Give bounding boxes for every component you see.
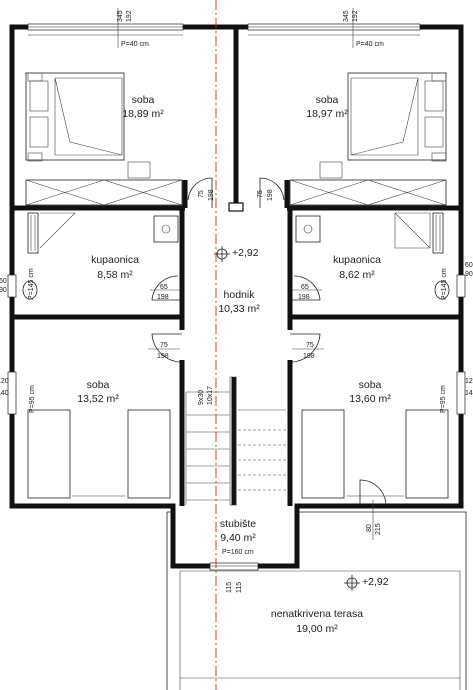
window-room-left-h: 140 xyxy=(0,390,9,397)
window-bath-left-h: 90 xyxy=(0,287,7,294)
window-room-right-w: 120 xyxy=(465,378,473,385)
door-ne-w: 75 xyxy=(257,190,264,198)
bed-nw xyxy=(25,72,125,162)
door-ne: 75 198 xyxy=(257,177,285,208)
level-terasa: +2,92 xyxy=(362,576,389,588)
window-bath-right-p: P=145 cm xyxy=(441,268,448,300)
window-top-left-w: 345 xyxy=(117,10,124,22)
door-sw-h: 198 xyxy=(157,353,169,360)
bed-ne xyxy=(347,72,447,162)
window-room-left-p: P=95 cm xyxy=(29,385,36,413)
toilet-e xyxy=(434,280,450,300)
room-area-kupaonica-w: 8,58 m² xyxy=(97,269,133,281)
window-stair-p: P=160 cm xyxy=(222,549,254,556)
door-bath-w-h: 198 xyxy=(157,294,169,301)
room-area-soba-sw: 13,52 m² xyxy=(77,393,119,405)
wardrobe-ne xyxy=(289,161,447,206)
door-se-h: 198 xyxy=(303,353,315,360)
window-room-right-h: 140 xyxy=(465,390,473,397)
staircase: 9x30 10x17 xyxy=(185,376,286,506)
window-bath-right: 60 90 P=145 cm xyxy=(441,262,473,300)
terrace-outline xyxy=(166,511,467,690)
walls xyxy=(9,24,464,569)
spine-stub xyxy=(228,202,244,212)
room-area-terasa: 19,00 m² xyxy=(296,623,338,635)
window-top-right: P=40 cm 345 192 xyxy=(247,8,421,48)
room-area-hodnik: 10,33 m² xyxy=(218,303,260,315)
door-sw-w: 75 xyxy=(160,342,168,349)
toilet-w xyxy=(22,280,38,300)
window-top-right-p: P=40 cm xyxy=(356,41,384,48)
door-sw: 75 198 xyxy=(148,333,182,363)
door-bath-e-h: 198 xyxy=(298,294,310,301)
window-bath-left-p: P=145 cm xyxy=(28,268,35,300)
door-ne-h: 198 xyxy=(267,189,274,201)
room-labels: soba 18,89 m² soba 18,97 m² kupaonica 8,… xyxy=(77,94,391,635)
door-nw-w: 75 xyxy=(198,190,205,198)
room-name-stubiste: stubište xyxy=(220,518,256,530)
room-name-soba-ne: soba xyxy=(316,94,339,106)
window-top-left-p: P=40 cm xyxy=(121,41,149,48)
room-name-hodnik: hodnik xyxy=(224,289,256,301)
window-room-right: 120 140 P=95 cm xyxy=(440,371,473,415)
room-name-kupaonica-w: kupaonica xyxy=(91,254,139,266)
door-se-w: 75 xyxy=(306,342,314,349)
outer-wall xyxy=(9,24,464,569)
window-top-left-h: 192 xyxy=(126,10,133,22)
level-marker-hodnik: +2,92 xyxy=(214,246,259,262)
bathroom-w-fixtures xyxy=(22,212,179,300)
window-stair-h: 115 xyxy=(236,582,243,593)
room-name-kupaonica-e: kupaonica xyxy=(333,254,381,266)
door-bath-w-w: 65 xyxy=(160,284,168,291)
window-bath-left: 60 90 P=145 cm xyxy=(0,268,35,300)
room-name-soba-sw: soba xyxy=(87,379,110,391)
bathroom-w-corner xyxy=(39,212,76,249)
window-bath-right-h: 90 xyxy=(465,271,473,278)
stair-rail xyxy=(229,376,237,506)
door-nw: 75 198 xyxy=(187,177,215,208)
room-name-soba-nw: soba xyxy=(132,94,155,106)
window-top-right-h: 192 xyxy=(352,10,359,22)
wardrobe-nw xyxy=(25,161,183,206)
room-area-soba-nw: 18,89 m² xyxy=(122,108,164,120)
door-terrace-w: 80 xyxy=(366,524,373,532)
terrace-inner xyxy=(179,570,461,690)
door-terrace: 80 215 xyxy=(359,479,387,540)
door-se: 75 198 xyxy=(290,333,324,363)
room-area-kupaonica-e: 8,62 m² xyxy=(339,269,375,281)
terrace xyxy=(166,511,467,690)
door-bath-e-w: 65 xyxy=(301,284,309,291)
window-bath-right-w: 60 xyxy=(465,262,473,269)
beds-se xyxy=(301,409,449,499)
beds-sw xyxy=(27,409,171,499)
bathroom-e-fixtures xyxy=(295,212,450,300)
room-area-stubiste: 9,40 m² xyxy=(220,532,256,544)
window-room-left-w: 120 xyxy=(0,378,9,385)
room-name-soba-se: soba xyxy=(359,379,382,391)
door-bath-w: 65 198 xyxy=(150,275,182,301)
door-nw-h: 198 xyxy=(208,189,215,201)
level-hodnik: +2,92 xyxy=(232,247,259,259)
door-terrace-h: 215 xyxy=(375,523,382,535)
window-room-right-p: P=95 cm xyxy=(440,385,447,413)
room-area-soba-ne: 18,97 m² xyxy=(306,108,348,120)
window-top-left: P=40 cm 345 192 xyxy=(27,8,184,48)
window-room-left: 120 140 P=95 cm xyxy=(0,371,36,415)
door-bath-e: 65 198 xyxy=(290,275,322,301)
window-stair-w: 115 xyxy=(226,582,233,593)
window-top-right-w: 345 xyxy=(343,10,350,22)
level-marker-terasa: +2,92 xyxy=(344,575,389,591)
room-area-soba-se: 13,60 m² xyxy=(349,393,391,405)
window-bath-left-w: 60 xyxy=(0,278,7,285)
stair-step-1: 9x30 xyxy=(198,390,205,405)
stair-step-2: 10x17 xyxy=(207,386,214,405)
window-stair: P=160 cm 115 115 xyxy=(209,549,259,593)
room-name-terasa: nenatkrivena terasa xyxy=(271,608,363,620)
